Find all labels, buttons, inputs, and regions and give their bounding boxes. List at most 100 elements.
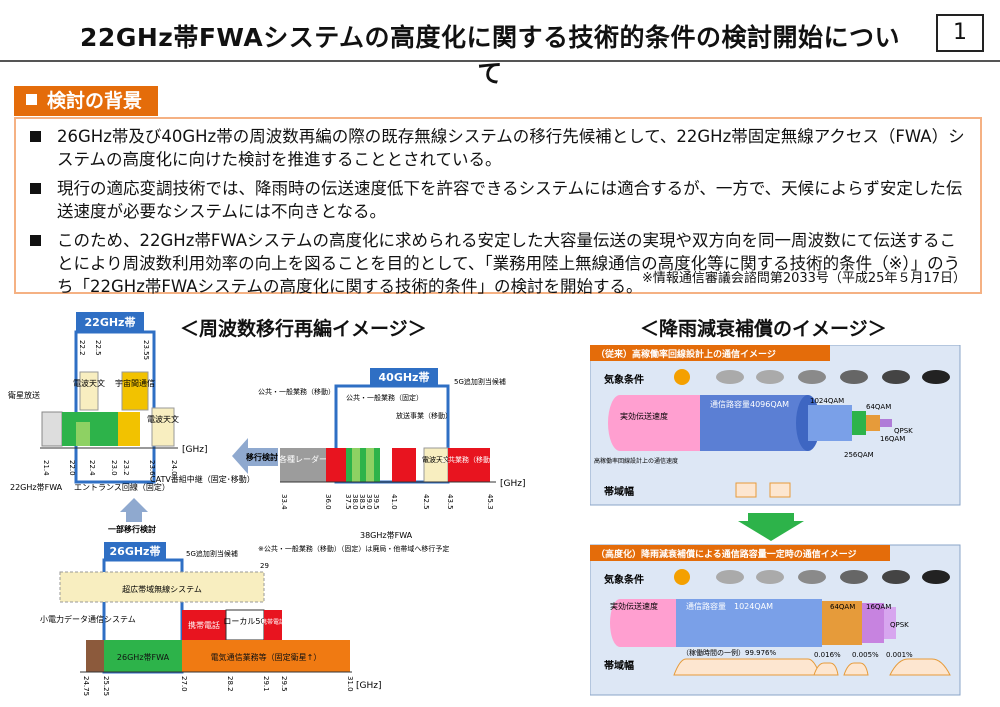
p2-weather: 気象条件 [603,573,644,586]
background-box: 26GHz帯及び40GHz帯の周波数再編の際の既存無線システムの移行先候補として… [14,117,982,296]
lbl-fwa22: 22GHz帯FWA [10,482,63,492]
up-arrow [120,498,148,522]
storm-cloud-icon [882,570,910,584]
square-bullet-icon [30,131,41,142]
lbl-fwa26: 26GHz帯FWA [117,652,170,662]
rain-cloud-icon [798,570,826,584]
svg-text:22.0: 22.0 [68,460,76,476]
p2-pct2: 0.005% [852,651,879,659]
svg-text:39.5: 39.5 [372,494,380,510]
rain-cloud-icon [840,570,868,584]
svg-text:23.2: 23.2 [122,460,130,476]
cloud-icon [756,570,784,584]
lbl-denpa2: 電波天文 [147,414,179,424]
storm-cloud-icon [922,570,950,584]
p2-pct0: （稼働時間の一例）99.976% [682,648,776,657]
section-label: 検討の背景 [47,90,143,112]
rain-cloud-icon [798,370,826,384]
p2-pct1: 0.016% [814,651,841,659]
cloud-icon [756,370,784,384]
p1-mod3: 256QAM [844,451,874,459]
bullet-text: 現行の適応変調技術では、降雨時の伝送速度低下を許容できるシステムには適合するが、… [57,179,963,221]
lbl-local5g: ローカル5G [223,617,266,626]
svg-text:24.0: 24.0 [170,460,178,476]
svg-text:29.1: 29.1 [262,676,270,692]
svg-text:23.6: 23.6 [148,460,156,476]
page-number: 1 [936,14,984,52]
band-shape [673,658,821,676]
footnote: ※情報通信審議会諮問第2033号（平成25年５月17日） [641,271,966,286]
ticks40: 33.4 36.0 37.5 38.0 38.5 39.0 39.5 41.0 … [280,494,494,510]
p1-mod1: 1024QAM [810,397,844,405]
unit22: [GHz] [182,445,208,455]
lbl-uchukan: 宇宙間通信 [115,378,155,388]
lbl-keitai2: 携帯電話 [261,618,285,626]
p1-design: 高稼働率回線設計上の通信速度 [594,457,678,465]
square-bullet-icon [26,94,37,105]
lbl-chokotai: 超広帯域無線システム [122,584,202,594]
bullet-item: 現行の適応変調技術では、降雨時の伝送速度低下を許容できるシステムには適合するが、… [26,177,970,223]
p2-band: 帯域幅 [604,659,634,672]
p1-title: （従来）高稼働率回線設計上の通信イメージ [596,348,776,360]
square-bullet-icon [30,235,41,246]
storm-cloud-icon [922,370,950,384]
lbl-entrance: エントランス回線（固定） [74,482,170,492]
band-up-icon [735,482,757,498]
svg-text:37.5: 37.5 [344,494,352,510]
p2-capacity: 通信路容量 1024QAM [686,601,773,611]
transition-arrow [738,513,804,541]
tick26-29: 29 [260,562,269,570]
p1-mod4: 16QAM [880,435,905,443]
svg-text:31.0: 31.0 [346,676,354,692]
svg-text:38.0: 38.0 [351,494,359,510]
lbl-kokyo1: 公共・一般業務（移動） [258,387,335,396]
svg-text:24.75: 24.75 [82,676,90,696]
lbl-denpa: 電波天文 [73,378,105,388]
lbl-kokyo2: 公共・一般業務（固定） [346,393,423,402]
title-divider [0,60,1000,62]
svg-text:43.5: 43.5 [446,494,454,510]
migrate-arrow [232,438,278,474]
lbl-denki: 電気通信業務等（固定衛星↑） [211,652,322,662]
storm-cloud-icon [882,370,910,384]
svg-text:25.25: 25.25 [102,676,110,696]
svg-text:23.0: 23.0 [110,460,118,476]
svg-text:22.5: 22.5 [94,340,102,356]
lbl-keitai: 携帯電話 [188,620,220,630]
note40: ※公共・一般業務（移動）（固定）は廃局・他帯域へ移行予定 [258,544,449,553]
svg-text:41.0: 41.0 [390,494,398,510]
svg-text:39.0: 39.0 [365,494,373,510]
page-title: 22GHz帯FWAシステムの高度化に関する技術的条件の検討開始について [80,23,900,88]
svg-text:22.4: 22.4 [88,460,96,476]
bullet-item: 26GHz帯及び40GHz帯の周波数再編の際の既存無線システムの移行先候補として… [26,125,970,171]
band-down-icon [769,482,791,498]
lbl-eisei: 衛星放送 [8,390,40,400]
lbl-kokyo-gyomu: 公共業務（移動） [441,455,497,464]
sun-icon [674,569,690,585]
ticks22: 21.4 22.0 22.2 22.4 22.5 23.0 23.2 23.55… [42,340,178,476]
svg-text:22.2: 22.2 [78,340,86,356]
freq-image-title: ＜周波数移行再編イメージ＞ [180,318,427,340]
p1-mod2: 64QAM [866,403,891,411]
svg-text:28.2: 28.2 [226,676,234,692]
lbl-hoso: 放送事業（移動） [396,411,452,420]
p2-mod2: QPSK [890,621,909,629]
svg-text:23.55: 23.55 [142,340,150,360]
lbl-g5-40: 5G追加割当候補 [454,377,506,386]
sun-icon [674,369,690,385]
lbl-radar: 各種レーダー [279,454,327,464]
band22-tag [76,312,144,332]
bullet-text: 26GHz帯及び40GHz帯の周波数再編の際の既存無線システムの移行先候補として… [57,127,965,169]
svg-text:38.5: 38.5 [358,494,366,510]
p2-mod1: 16QAM [866,603,891,611]
bullet-item: このため、22GHz帯FWAシステムの高度化に求められる安定した大容量伝送の実現… [26,229,970,298]
band22-label: 22GHz帯 [85,315,136,329]
p2-actual: 実効伝送速度 [610,601,658,611]
unit26: [GHz] [356,681,382,691]
lbl-catv: CATV番組中継（固定･移動） [150,474,255,484]
band40-label: 40GHz帯 [379,370,430,384]
svg-text:42.5: 42.5 [422,494,430,510]
rain-diagram: （従来）高稼働率回線設計上の通信イメージ 気象条件 実効伝送速度 通信路容量 4… [590,345,961,696]
band26-label: 26GHz帯 [110,544,161,558]
bullet-text: このため、22GHz帯FWAシステムの高度化に求められる安定した大容量伝送の実現… [57,231,961,296]
